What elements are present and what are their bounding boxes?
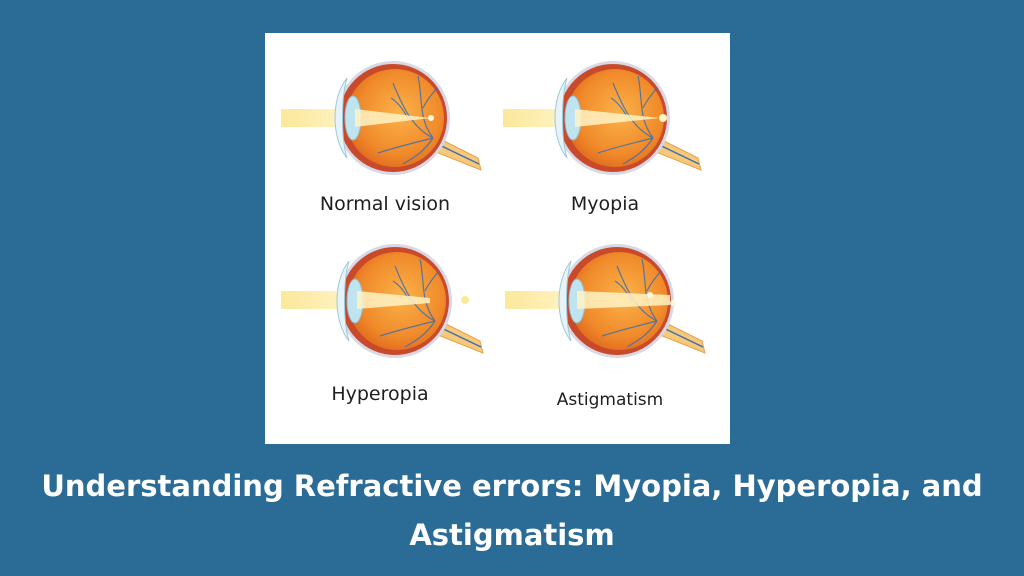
hyperopia-eye [281,243,484,359]
label-astigmatism: Astigmatism [556,390,664,410]
eye-diagrams [281,60,706,359]
title-line-2: Astigmatism [409,518,615,552]
astigmatism-eye [505,243,706,359]
label-myopia: Myopia [570,193,640,215]
diagram-panel: Normal vision Myopia Hyperopia Astigmati… [265,33,730,444]
title-line-1: Understanding Refractive errors: Myopia,… [41,469,983,503]
myopia-eye [503,60,702,176]
normal-vision-eye [281,60,482,176]
label-hyperopia: Hyperopia [331,383,429,405]
label-normal-vision: Normal vision [319,193,451,215]
page-title: Understanding Refractive errors: Myopia,… [0,462,1024,560]
